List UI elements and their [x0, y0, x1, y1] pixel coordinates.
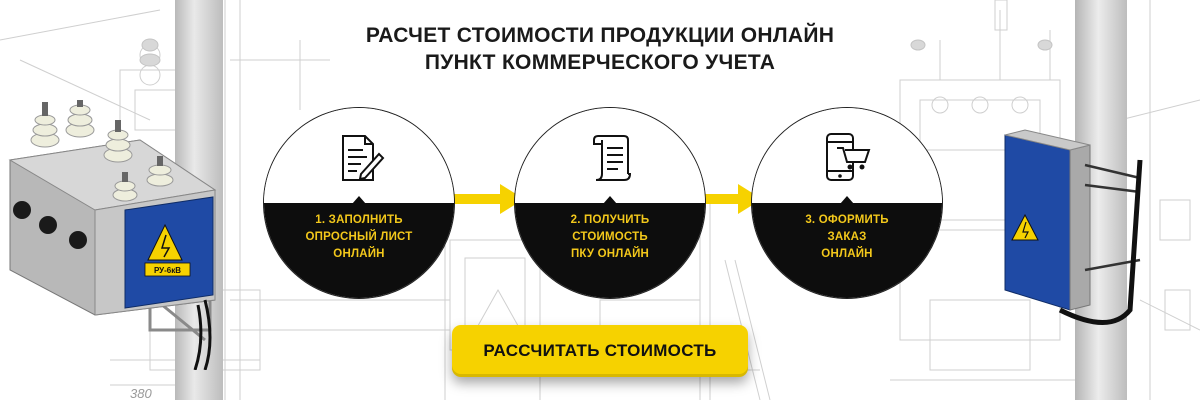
step-3-line-2: ЗАКАЗ — [827, 231, 867, 243]
title-line-1: РАСЧЕТ СТОИМОСТИ ПРОДУКЦИИ ОНЛАЙН — [365, 24, 835, 47]
step-2-line-2: СТОИМОСТЬ — [572, 231, 648, 243]
step-1-line-3: ОНЛАЙН — [333, 248, 385, 260]
page-title: РАСЧЕТ СТОИМОСТИ ПРОДУКЦИИ ОНЛАЙН ПУНКТ … — [300, 22, 900, 76]
metering-cabinet-right — [1004, 129, 1143, 325]
step-3-line-3: ОНЛАЙН — [821, 248, 873, 260]
step-1-circle: 1. ЗАПОЛНИТЬ ОПРОСНЫЙ ЛИСТ ОНЛАЙН — [264, 108, 454, 298]
calculate-cost-button[interactable]: РАССЧИТАТЬ СТОИМОСТЬ — [452, 325, 748, 377]
document-pen-icon — [342, 135, 385, 181]
switchgear-device-left: РУ-6кВ — [8, 100, 217, 370]
arrow-right-icon — [450, 184, 524, 214]
phone-cart-icon — [826, 133, 871, 181]
step-3-line-1: 3. ОФОРМИТЬ — [805, 214, 889, 226]
step-2-circle: 2. ПОЛУЧИТЬ СТОИМОСТЬ ПКУ ОНЛАЙН — [515, 108, 705, 298]
dimension-label: 380 — [130, 386, 152, 400]
step-1-line-2: ОПРОСНЫЙ ЛИСТ — [305, 231, 413, 243]
step-3-circle: 3. ОФОРМИТЬ ЗАКАЗ ОНЛАЙН — [752, 108, 942, 298]
scroll-receipt-icon — [593, 135, 632, 181]
step-2-line-3: ПКУ ОНЛАЙН — [570, 248, 650, 260]
step-1-line-1: 1. ЗАПОЛНИТЬ — [315, 214, 403, 226]
arrow-right-icon — [688, 184, 762, 214]
step-2-line-1: 2. ПОЛУЧИТЬ — [570, 214, 650, 226]
device-plate-label: РУ-6кВ — [154, 266, 181, 275]
title-line-2: ПУНКТ КОММЕРЧЕСКОГО УЧЕТА — [424, 51, 776, 74]
